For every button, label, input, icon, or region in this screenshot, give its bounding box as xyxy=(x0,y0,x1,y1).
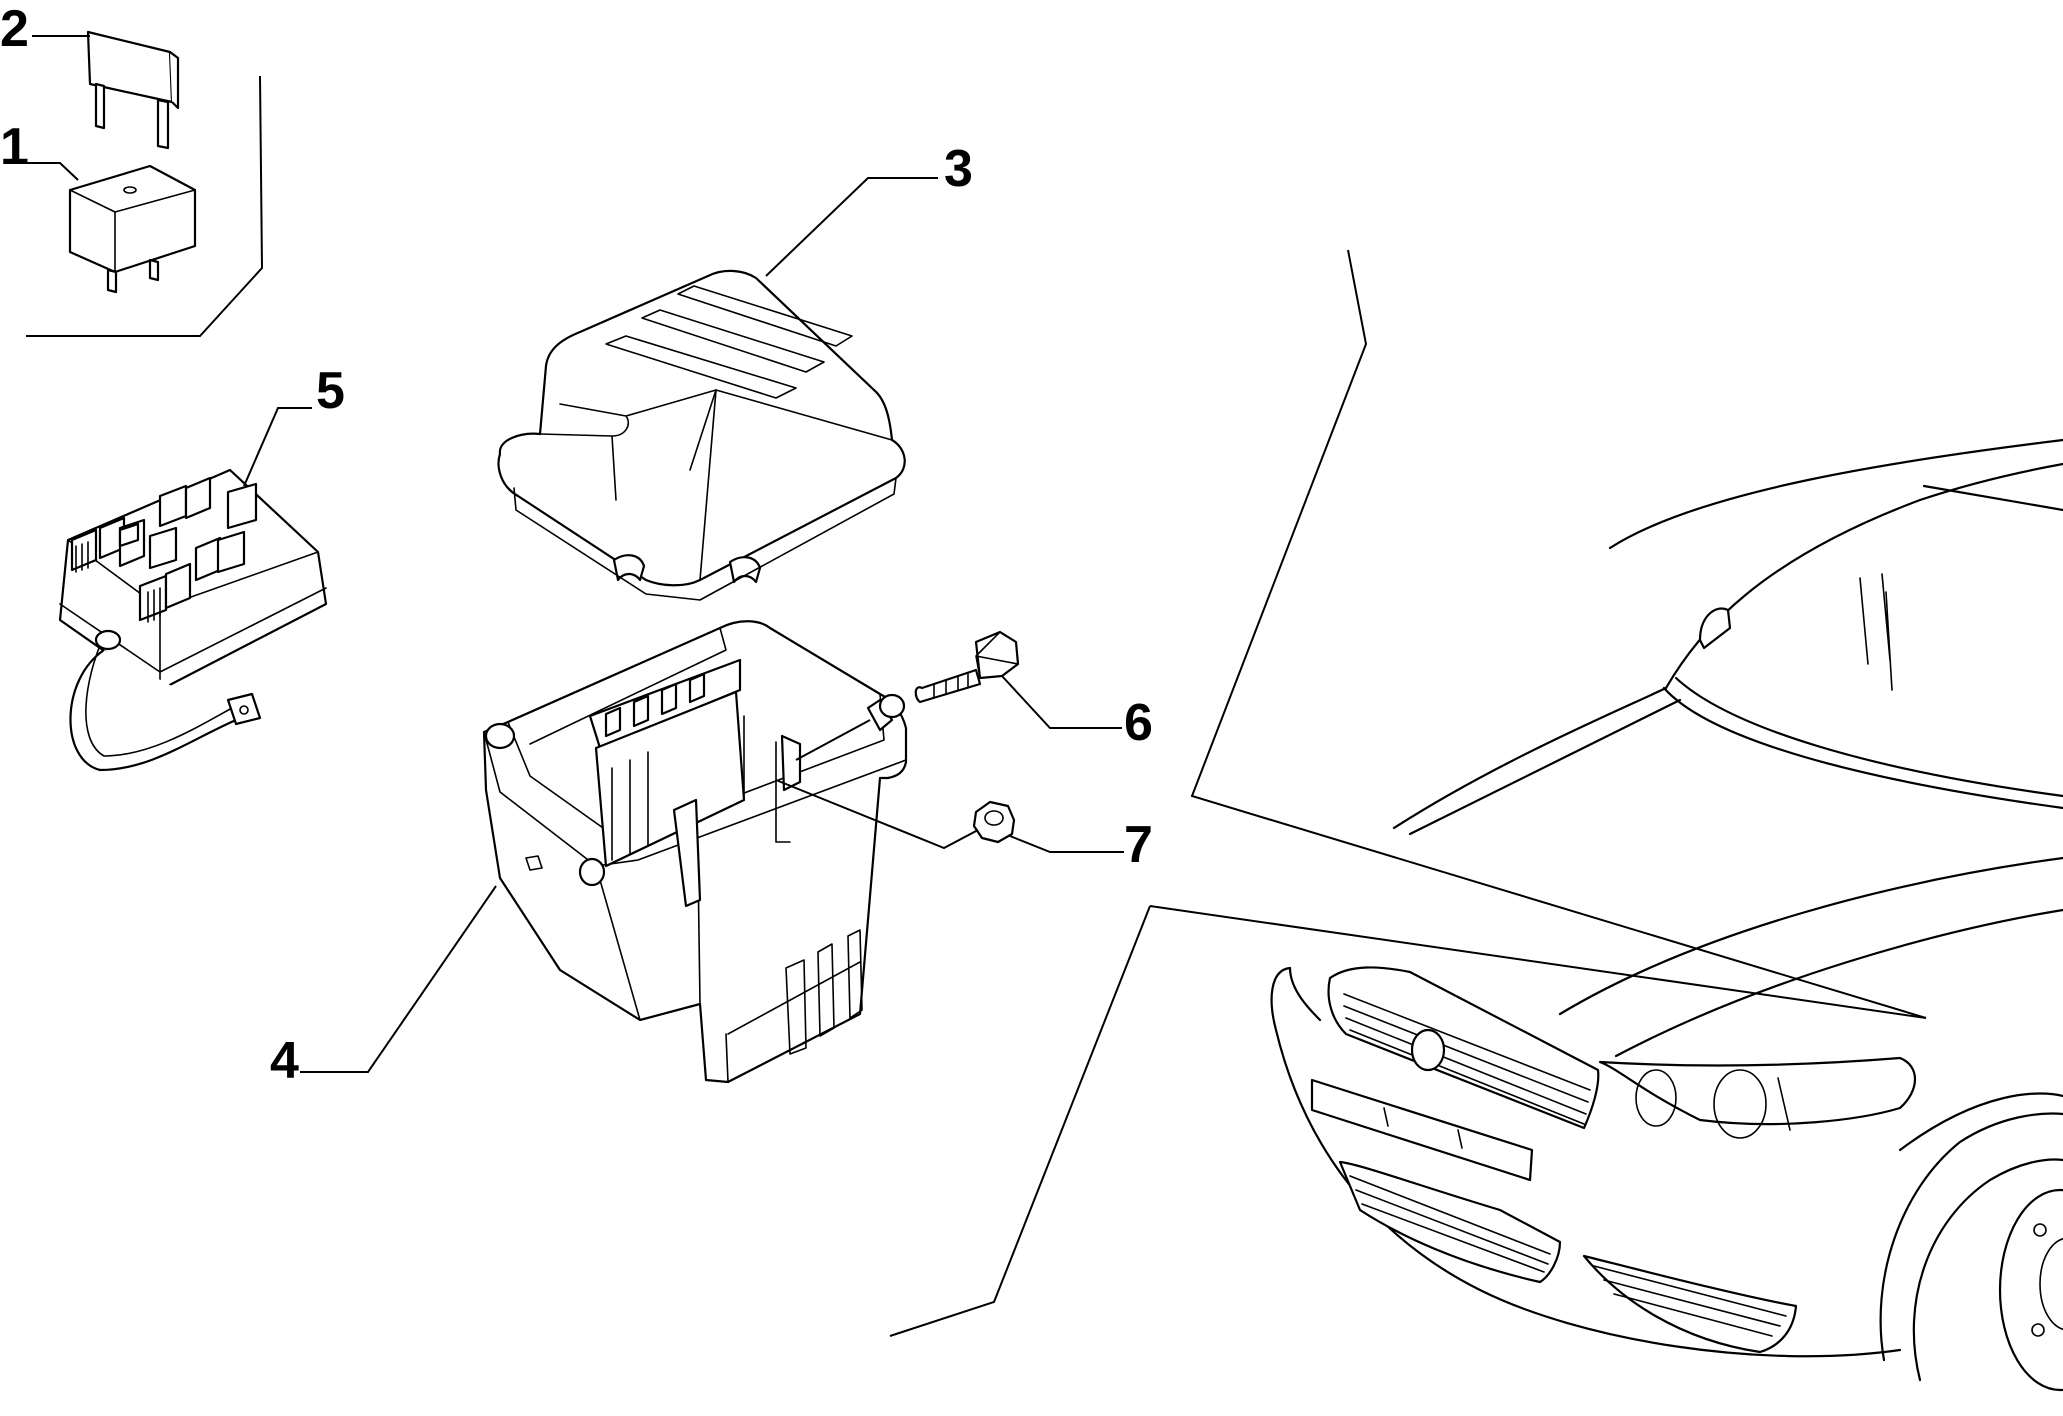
callout-1: 1 xyxy=(0,118,29,176)
vehicle-location-view xyxy=(889,249,2063,1392)
leader-line-5 xyxy=(243,407,312,487)
mounting-guide-line xyxy=(775,779,979,850)
fuse-relay-block-icon xyxy=(58,468,328,772)
nut-icon xyxy=(972,800,1016,844)
leader-line-7 xyxy=(1009,835,1124,853)
mounting-guide-line-2 xyxy=(795,719,871,761)
group-bracket xyxy=(26,75,264,337)
fuse-box-housing-icon xyxy=(482,620,908,1084)
bolt-icon xyxy=(914,630,1020,704)
blade-fuse-icon xyxy=(86,30,180,150)
leader-line-6 xyxy=(1001,675,1122,729)
callout-7: 7 xyxy=(1124,816,1153,874)
callout-5: 5 xyxy=(316,362,345,420)
callout-4: 4 xyxy=(270,1032,299,1090)
fuse-box-cover-icon xyxy=(497,269,906,601)
leader-line-1 xyxy=(26,162,79,181)
relay-icon xyxy=(68,164,197,294)
callout-6: 6 xyxy=(1124,694,1153,752)
callout-3: 3 xyxy=(944,140,973,198)
callout-2: 2 xyxy=(0,0,29,58)
leader-line-4 xyxy=(300,885,497,1073)
leader-line-3 xyxy=(765,177,938,277)
